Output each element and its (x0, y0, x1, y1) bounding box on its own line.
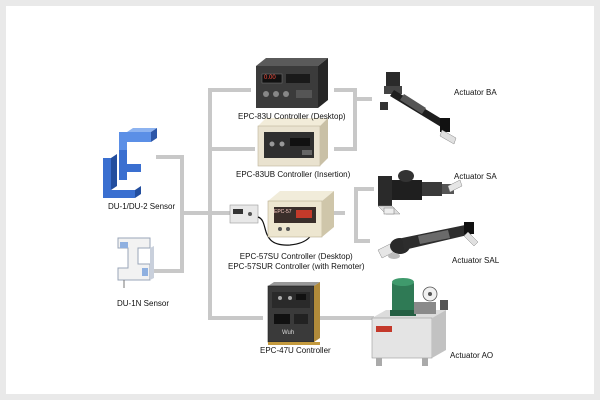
actuator-ao-label: Actuator AO (450, 351, 494, 360)
connector-du1n-sensor (154, 211, 184, 273)
epc57-display-text: EPC-57 (274, 209, 292, 215)
epc47u-controller-label: EPC-47U Controller (260, 346, 331, 355)
epc83ub-controller-image (257, 118, 328, 167)
epc47-brand-text: Wuh (282, 330, 295, 336)
epc83u-display-text: 0.00 (264, 75, 276, 81)
du1-du2-sensor-label: DU-1/DU-2 Sensor (108, 202, 176, 211)
epc57su-controller-label: EPC-57SU Controller (Desktop) EPC-57SUR … (228, 252, 364, 271)
actuator-ao-image (371, 278, 448, 366)
epc47u-controller-image (267, 282, 320, 345)
actuator-ba-image (380, 72, 457, 145)
diagram-canvas: 0.00 EPC-57 Wuh DU-1/DU-2 Sensor DU-1N S… (6, 6, 594, 394)
actuator-sal-image (377, 222, 479, 259)
epc57su-controller-image (229, 191, 334, 246)
connector-ba (353, 88, 372, 101)
du1n-sensor-image (117, 237, 154, 288)
du1-du2-sensor-image (103, 128, 157, 198)
actuator-sa-image (377, 170, 463, 215)
epc57su-label-line1: EPC-57SU Controller (Desktop) (239, 252, 353, 261)
epc83ub-controller-label: EPC-83UB Controller (Insertion) (236, 170, 351, 179)
connector-du1-sensor (156, 155, 184, 215)
epc57sur-label-line2: EPC-57SUR Controller (with Remoter) (228, 262, 365, 271)
epc83u-controller-label: EPC-83U Controller (Desktop) (238, 112, 346, 121)
epc83u-controller-image (256, 58, 328, 108)
diagram-svg (103, 58, 479, 366)
actuator-sa-label: Actuator SA (454, 172, 497, 181)
actuator-ba-label: Actuator BA (454, 88, 497, 97)
du1n-sensor-label: DU-1N Sensor (117, 299, 170, 308)
actuator-sal-label: Actuator SAL (452, 256, 500, 265)
